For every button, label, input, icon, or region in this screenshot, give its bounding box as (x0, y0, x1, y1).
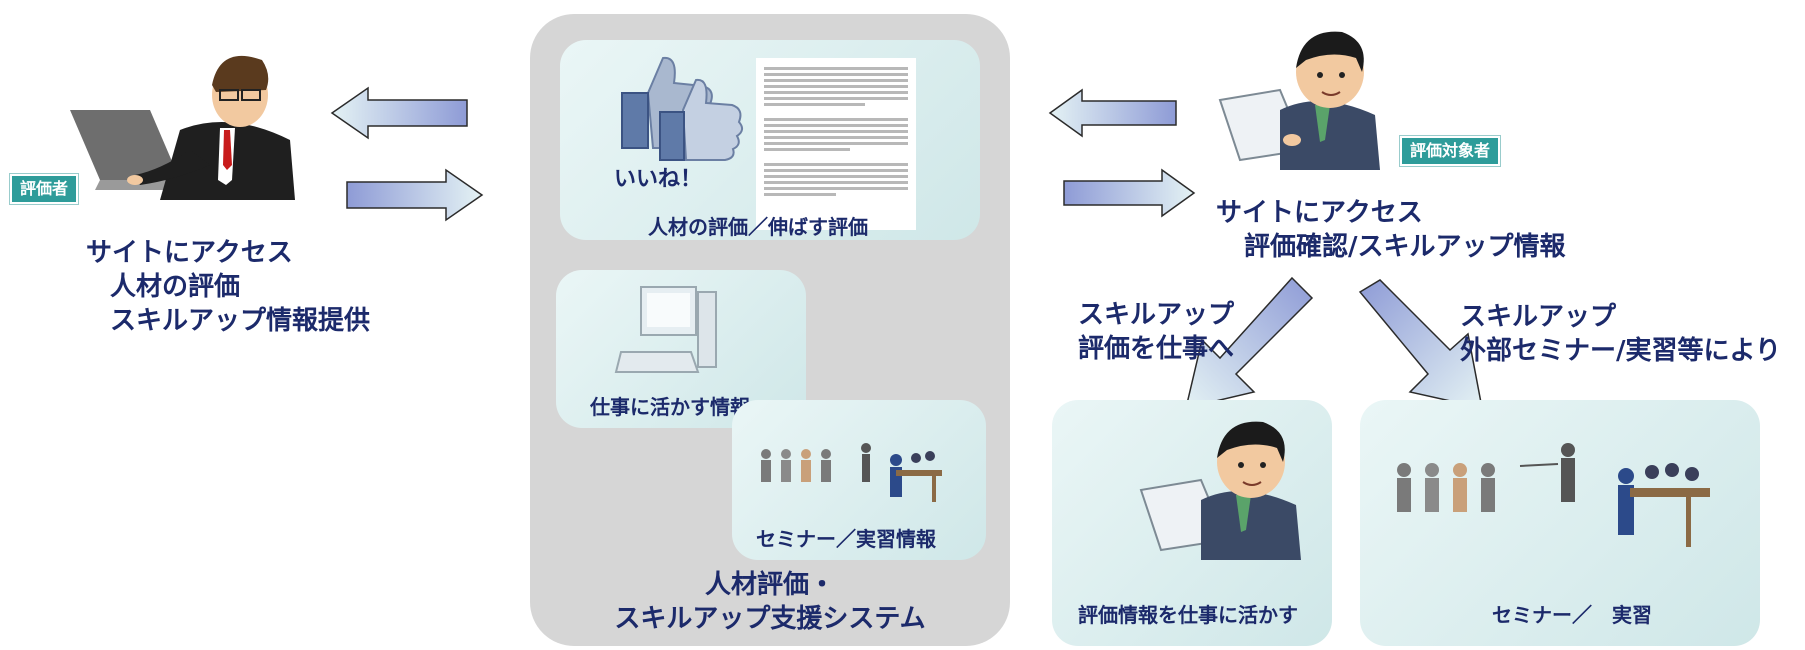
arrow-down-right-icon (1358, 279, 1483, 409)
branch-left-line-2: 評価を仕事へ (1078, 334, 1235, 364)
target-person-icon (1218, 31, 1380, 170)
panel-seminar-practice: セミナー／ 実習 (1360, 400, 1760, 646)
panel-work-caption: 仕事に活かす情報 (590, 395, 750, 419)
like-thumbs-icon (621, 56, 743, 161)
evaluator-person-icon (70, 55, 295, 200)
evaluator-badge: 評価者 (10, 174, 79, 204)
panel-seminar-caption: セミナー／実習情報 (756, 527, 936, 551)
evaluator-text: サイトにアクセス 人材の評価 スキルアップ情報提供 (86, 236, 370, 338)
like-label: いいね！ (614, 167, 703, 192)
panel-seminar-practice-caption: セミナー／ 実習 (1492, 603, 1652, 627)
seminar-practice-icon (1397, 443, 1710, 547)
panel-apply-caption: 評価情報を仕事に活かす (1078, 603, 1298, 627)
worker-icon (1139, 421, 1301, 560)
evaluator-line-3: スキルアップ情報提供 (110, 306, 371, 336)
system-title-line-2: スキルアップ支援システム (614, 604, 926, 634)
evaluator-line-2: 人材の評価 (110, 272, 241, 302)
panel-seminar-info: セミナー／実習情報 (732, 400, 986, 560)
evaluator-line-1: サイトにアクセス (86, 238, 293, 268)
arrow-left-icon (330, 86, 468, 140)
branch-right-line-2: 外部セミナー/実習等により (1460, 336, 1781, 366)
target-text: サイトにアクセス 評価確認/スキルアップ情報 (1216, 196, 1566, 264)
panel-evaluation-caption: 人材の評価／伸ばす評価 (648, 215, 868, 239)
panel-evaluation: いいね！ 人材の評価／伸ばす評価 (560, 40, 980, 240)
computer-icon (614, 286, 717, 373)
system-title-line-1: 人材評価・ (704, 570, 835, 600)
branch-left-text: スキルアップ 評価を仕事へ (1078, 298, 1234, 366)
arrow-left-icon-2 (1048, 88, 1177, 138)
branch-right-text: スキルアップ 外部セミナー/実習等により (1460, 300, 1781, 368)
branch-right-line-1: スキルアップ (1460, 302, 1617, 332)
evaluator-illustration (40, 40, 310, 200)
target-line-2: 評価確認/スキルアップ情報 (1244, 232, 1566, 262)
arrow-right-icon (346, 168, 484, 222)
seminar-people-icon (761, 443, 942, 502)
target-line-1: サイトにアクセス (1216, 198, 1423, 228)
system-title: 人材評価・ スキルアップ支援システム (530, 568, 1010, 636)
arrow-right-icon-2 (1063, 168, 1196, 218)
review-document (756, 58, 916, 230)
branch-left-line-1: スキルアップ (1078, 300, 1235, 330)
panel-apply-to-work: 評価情報を仕事に活かす (1052, 400, 1332, 646)
target-badge: 評価対象者 (1400, 136, 1501, 166)
target-illustration (1210, 20, 1400, 170)
